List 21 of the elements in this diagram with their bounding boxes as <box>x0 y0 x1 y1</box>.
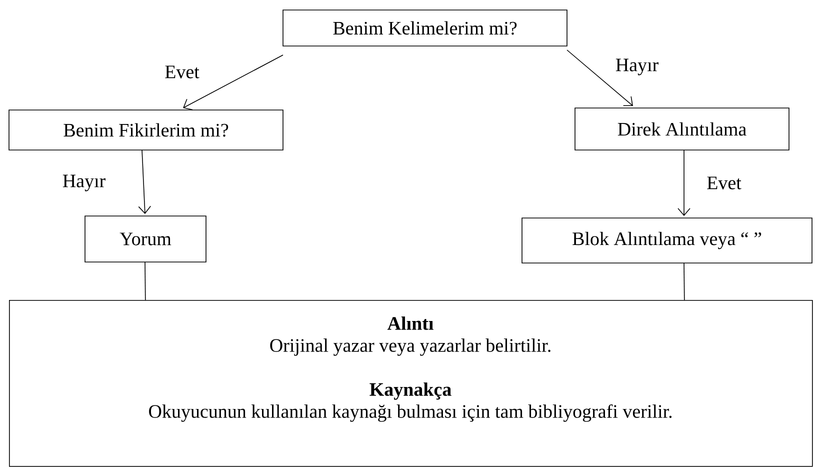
info-text: Alıntı Orijinal yazar veya yazarlar belirtilir. Kaynakça Okuyucunun kullanılan kaynağı bulması için tam bibliyografi verilir. <box>149 316 672 422</box>
arrow <box>566 50 633 106</box>
edge-label: Hayır <box>61 174 107 192</box>
process-box: Yorum <box>84 216 206 262</box>
node-label: Kaynakça <box>370 382 452 400</box>
edge-label: Evet <box>164 64 200 80</box>
arrow <box>678 150 690 216</box>
arrow <box>138 150 152 214</box>
edge-label: Hayır <box>614 58 660 76</box>
edge-label: Evet <box>706 176 742 190</box>
connector-line <box>144 262 146 301</box>
node-label: Okuyucunun kullanılan kaynağı bulması için tam bibliyografi verilir. <box>149 404 672 422</box>
process-box: Direk Alıntılama <box>574 108 790 150</box>
node-label: Alıntı <box>387 316 434 330</box>
process-box: Blok Alıntılama veya “ ” <box>522 218 812 264</box>
arrow <box>183 54 284 110</box>
connector-line <box>684 262 685 301</box>
node-label: Orijinal yazar veya yazarlar belirtilir. <box>270 338 550 356</box>
process-box: Benim Fikirlerim mi? <box>8 110 284 150</box>
info-box <box>9 300 813 467</box>
process-box: Benim Kelimelerim mi? <box>282 10 568 46</box>
